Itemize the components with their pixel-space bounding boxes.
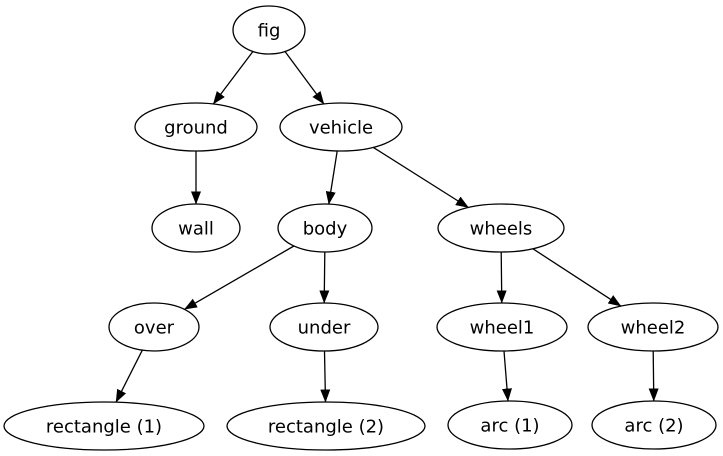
node-rectangle2: rectangle (2) bbox=[226, 401, 426, 451]
edge-wheels-wheel1 bbox=[496, 251, 507, 304]
node-label-wall: wall bbox=[178, 218, 214, 239]
node-wall: wall bbox=[151, 203, 241, 253]
node-ellipse-wheels bbox=[437, 203, 565, 253]
node-ellipse-wall bbox=[151, 203, 241, 253]
edge-under-rectangle2 bbox=[320, 350, 331, 403]
edge-body-over bbox=[184, 245, 295, 310]
edges-layer bbox=[115, 51, 659, 403]
node-wheel1: wheel1 bbox=[436, 302, 568, 352]
node-wheels: wheels bbox=[437, 203, 565, 253]
node-label-ground: ground bbox=[164, 117, 228, 138]
node-body: body bbox=[277, 203, 373, 253]
node-fig: fig bbox=[232, 5, 306, 55]
node-arc2: arc (2) bbox=[591, 400, 717, 450]
node-rectangle1: rectangle (1) bbox=[3, 401, 205, 451]
node-ellipse-rectangle2 bbox=[226, 401, 426, 451]
node-ellipse-wheel2 bbox=[587, 302, 719, 352]
node-label-wheel2: wheel2 bbox=[621, 317, 686, 338]
node-label-arc1: arc (1) bbox=[480, 415, 539, 436]
node-ellipse-fig bbox=[232, 5, 306, 55]
node-under: under bbox=[269, 302, 379, 352]
node-arc1: arc (1) bbox=[447, 400, 573, 450]
node-label-rectangle1: rectangle (1) bbox=[46, 416, 162, 437]
node-label-body: body bbox=[303, 218, 348, 239]
node-ellipse-arc1 bbox=[447, 400, 573, 450]
edge-vehicle-wheels bbox=[372, 146, 469, 209]
node-ellipse-under bbox=[269, 302, 379, 352]
edge-wheel1-arc1 bbox=[502, 350, 512, 402]
node-wheel2: wheel2 bbox=[587, 302, 719, 352]
edge-body-under bbox=[319, 251, 330, 304]
node-ellipse-ground bbox=[134, 102, 258, 152]
node-label-under: under bbox=[298, 317, 351, 338]
nodes-layer: fig ground vehicle wall body wheels over under w… bbox=[3, 5, 719, 451]
node-ground: ground bbox=[134, 102, 258, 152]
node-ellipse-vehicle bbox=[279, 102, 403, 152]
node-ellipse-rectangle1 bbox=[3, 401, 205, 451]
node-label-rectangle2: rectangle (2) bbox=[268, 416, 384, 437]
edge-wheel2-arc2 bbox=[648, 350, 659, 402]
node-label-wheel1: wheel1 bbox=[470, 317, 535, 338]
edge-vehicle-body bbox=[325, 150, 338, 205]
node-over: over bbox=[108, 302, 200, 352]
node-ellipse-arc2 bbox=[591, 400, 717, 450]
node-vehicle: vehicle bbox=[279, 102, 403, 152]
node-label-over: over bbox=[134, 317, 175, 338]
node-label-arc2: arc (2) bbox=[624, 415, 683, 436]
edge-wheels-wheel2 bbox=[532, 248, 622, 307]
node-ellipse-over bbox=[108, 302, 200, 352]
edge-over-rectangle1 bbox=[115, 349, 143, 403]
edge-fig-ground bbox=[212, 51, 254, 105]
node-label-wheels: wheels bbox=[470, 218, 533, 239]
node-ellipse-wheel1 bbox=[436, 302, 568, 352]
node-label-fig: fig bbox=[258, 20, 281, 41]
node-ellipse-body bbox=[277, 203, 373, 253]
edge-fig-vehicle bbox=[284, 51, 325, 105]
node-label-vehicle: vehicle bbox=[309, 117, 373, 138]
